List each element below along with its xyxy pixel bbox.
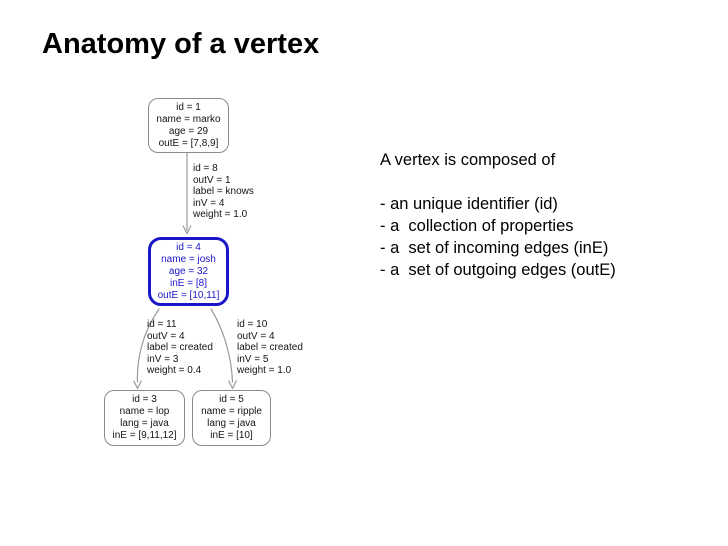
edge-property-line: inV = 4	[193, 197, 225, 209]
vertex-property-line: id = 3	[132, 394, 157, 405]
vertex-property-line: name = lop	[119, 406, 170, 417]
vertex-property-line: lang = java	[120, 418, 169, 429]
explanation-intro: A vertex is composed of	[380, 151, 556, 169]
edge-property-line: inV = 3	[147, 353, 179, 365]
edge-curve-created-ripple	[210, 308, 234, 383]
vertex-property-line: name = ripple	[201, 406, 262, 417]
edge-property-line: inV = 5	[237, 353, 269, 365]
edge-property-line: label = knows	[193, 186, 254, 197]
edge-label-created-ripple: id = 10 outV = 4 label = created inV = 5…	[237, 319, 303, 377]
vertex-josh: id = 4 name = josh age = 32 inE = [8] ou…	[148, 237, 229, 306]
vertex-property-line: outE = [10,11]	[157, 289, 220, 301]
bullet-line: - a set of outgoing edges (outE)	[380, 261, 616, 279]
bullet-line: - a collection of properties	[380, 217, 574, 235]
vertex-property-line: age = 29	[168, 125, 209, 137]
edge-property-line: weight = 0.4	[147, 365, 202, 376]
edge-property-line: outV = 4	[147, 330, 185, 342]
arrowhead-icon	[228, 380, 237, 390]
edge-property-line: weight = 1.0	[237, 365, 292, 376]
bullet-line: - a set of incoming edges (inE)	[380, 239, 609, 257]
edge-property-line: outV = 4	[237, 330, 275, 342]
slide-title: Anatomy of a vertex	[42, 28, 320, 60]
edge-arrow-knows	[182, 152, 192, 235]
vertex-property-line: name = marko	[156, 113, 221, 125]
arrowhead-icon	[182, 225, 192, 235]
vertex-property-line: inE = [9,11,12]	[112, 430, 177, 441]
vertex-property-line: id = 1	[176, 101, 201, 113]
edge-property-line: label = created	[147, 342, 213, 353]
edge-property-line: id = 11	[147, 319, 177, 330]
vertex-marko: id = 1 name = marko age = 29 outE = [7,8…	[148, 98, 229, 153]
vertex-property-line: inE = [10]	[210, 430, 253, 441]
edge-label-created-lop: id = 11 outV = 4 label = created inV = 3…	[147, 319, 213, 377]
vertex-property-line: id = 5	[219, 394, 244, 405]
bullet-line: - an unique identifier (id)	[380, 195, 558, 213]
edge-property-line: id = 8	[193, 163, 218, 174]
vertex-property-line: outE = [7,8,9]	[158, 137, 219, 149]
edge-property-line: weight = 1.0	[193, 209, 248, 220]
edge-property-line: label = created	[237, 342, 303, 353]
edge-property-line: id = 10	[237, 319, 268, 330]
edge-arrow-created-ripple	[210, 308, 237, 390]
explanation-block: A vertex is composed of - an unique iden…	[380, 149, 616, 281]
vertex-ripple: id = 5 name = ripple lang = java inE = […	[192, 390, 271, 446]
arrowhead-icon	[133, 380, 142, 390]
vertex-property-line: inE = [8]	[170, 277, 207, 289]
edge-label-knows: id = 8 outV = 1 label = knows inV = 4 we…	[193, 163, 254, 221]
edge-property-line: outV = 1	[193, 174, 231, 186]
vertex-lop: id = 3 name = lop lang = java inE = [9,1…	[104, 390, 185, 446]
explanation-bullets: - an unique identifier (id) - a collecti…	[380, 193, 616, 281]
vertex-property-line: id = 4	[176, 241, 201, 253]
vertex-property-line: name = josh	[161, 253, 216, 265]
vertex-property-line: age = 32	[168, 265, 209, 277]
vertex-property-line: lang = java	[207, 418, 256, 429]
